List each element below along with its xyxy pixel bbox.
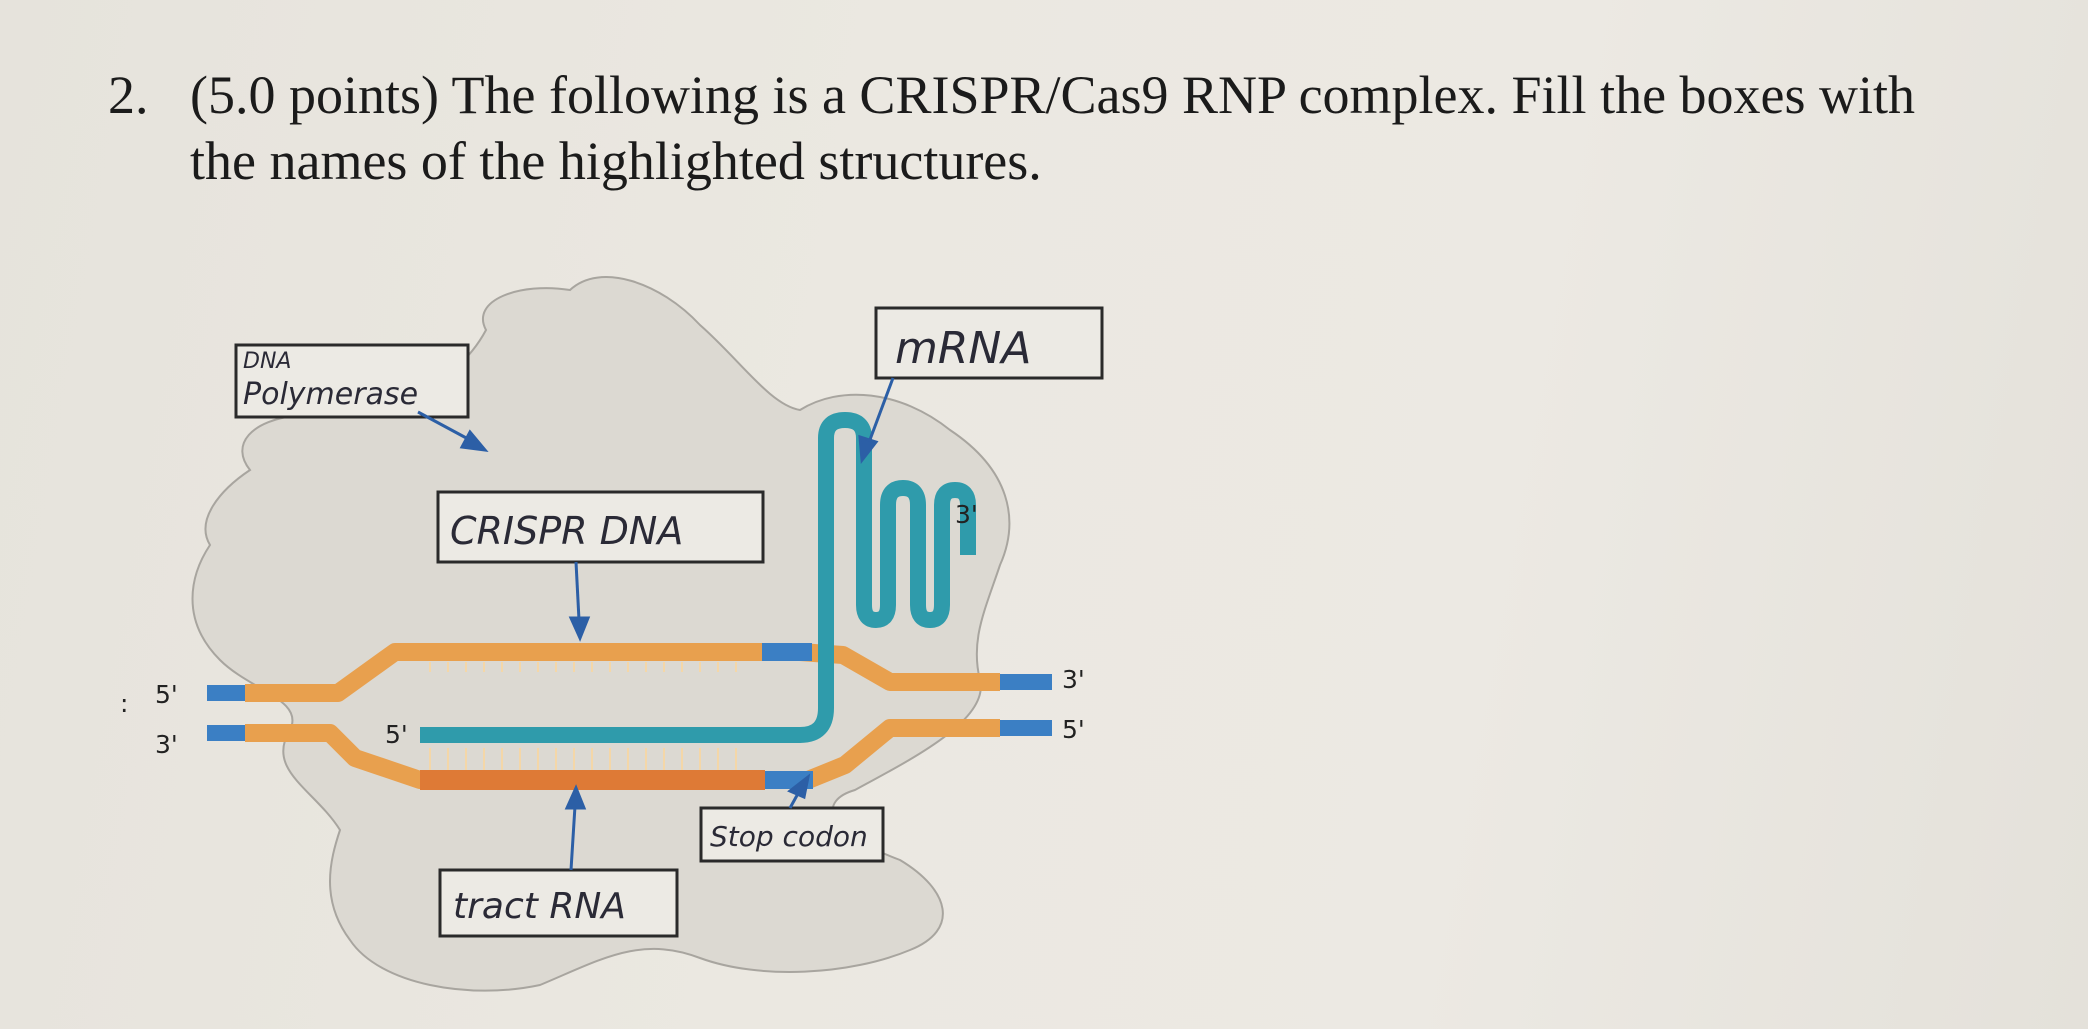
label-bottom-right-5prime: 5' (1062, 715, 1085, 744)
label-rna-3prime: 3' (955, 500, 978, 529)
label-rna-5prime: 5' (385, 720, 408, 749)
arrow-box-4 (787, 773, 811, 809)
pam-top-segment (762, 643, 812, 661)
dna-end-top-right (1000, 674, 1052, 690)
top-strand-ticks (429, 662, 737, 672)
answer-box-1-line-1: DNA (243, 349, 291, 374)
answer-box-5[interactable] (438, 868, 679, 938)
answer-box-1-line-2: Polymerase (243, 377, 418, 412)
rna-dna-pairing-ticks (429, 748, 737, 770)
dna-end-top-left (207, 685, 245, 701)
answer-box-3-text: CRISPR DNA (450, 509, 683, 553)
answer-box-4[interactable] (699, 806, 885, 863)
label-bottom-left-3prime: 3' (155, 730, 178, 759)
dna-end-bottom-right (1000, 720, 1052, 736)
label-top-left-5prime: 5' (155, 680, 178, 709)
guide-rna-strand (420, 412, 976, 743)
question-line-1: (5.0 points) The following is a CRISPR/C… (190, 65, 1916, 125)
arrow-box-2 (858, 377, 895, 464)
answer-box-3[interactable] (436, 490, 765, 564)
arrow-box-1 (417, 410, 489, 452)
label-top-right-3prime: 3' (1062, 665, 1085, 694)
arrow-box-3 (568, 561, 591, 642)
answer-box-1[interactable] (234, 343, 470, 419)
arrow-box-5 (564, 784, 587, 871)
question-number: 2. (108, 65, 149, 125)
margin-mark: : (120, 689, 128, 718)
question-line-2: the names of the highlighted structures. (190, 131, 1042, 191)
answer-box-2-text: mRNA (895, 323, 1031, 374)
answer-box-2[interactable] (874, 306, 1104, 380)
answer-box-4-text: Stop codon (710, 820, 868, 853)
dna-end-bottom-left (207, 725, 245, 741)
answer-box-5-text: tract RNA (453, 886, 626, 927)
